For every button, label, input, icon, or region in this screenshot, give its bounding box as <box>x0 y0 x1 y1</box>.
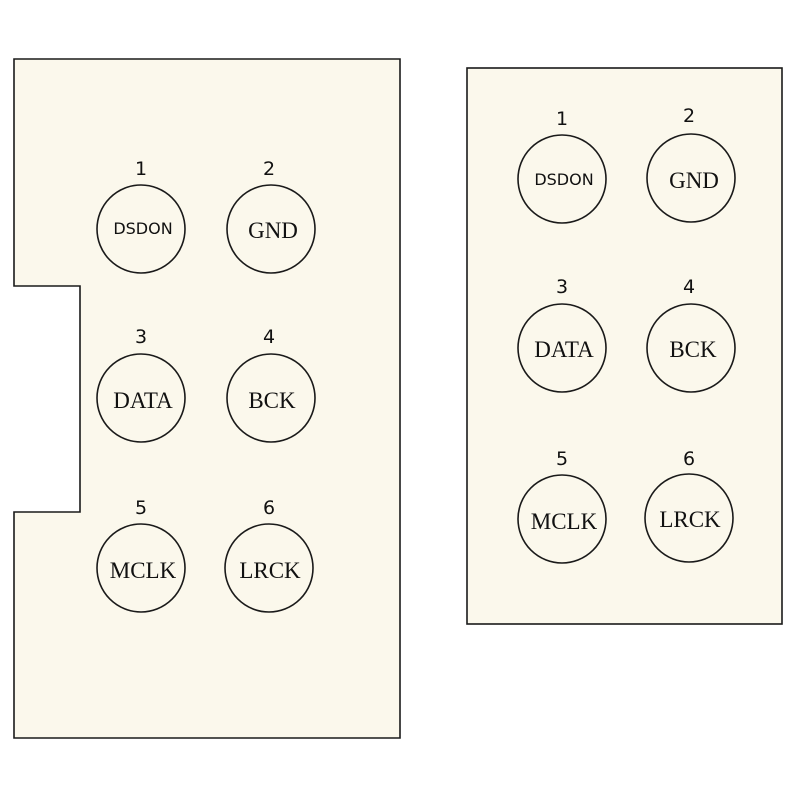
right-pin-6-circle <box>644 473 734 563</box>
left-pin-4-number: 4 <box>263 326 275 348</box>
right-pin-5-label: MCLK <box>531 509 598 534</box>
left-pin-5-label: MCLK <box>110 558 177 583</box>
left-connector-outline <box>13 58 401 739</box>
left-pin-5: 5 MCLK <box>96 497 186 613</box>
right-pin-3-label: DATA <box>534 337 594 362</box>
left-pin-1-label: DSDON <box>113 219 172 238</box>
right-connector: 1 DSDON 2 GND 3 DATA 4 BCK <box>466 67 783 625</box>
right-pin-1-label: DSDON <box>534 170 593 189</box>
right-pin-2-circle <box>646 133 736 223</box>
right-pin-2-number: 2 <box>683 105 695 127</box>
right-pin-6-number: 6 <box>683 448 695 470</box>
left-pin-2-label: GND <box>248 218 298 243</box>
left-pin-3-circle <box>96 353 186 443</box>
left-pin-2-number: 2 <box>263 158 275 180</box>
left-connector: 1 DSDON 2 GND 3 DATA 4 BCK <box>13 58 401 739</box>
right-pin-5-number: 5 <box>556 448 568 470</box>
right-pin-6-label: LRCK <box>659 507 721 532</box>
left-pin-1: 1 DSDON <box>96 158 186 274</box>
right-pin-4-circle <box>646 303 736 393</box>
left-pin-4-circle <box>226 353 316 443</box>
left-pin-1-number: 1 <box>135 158 147 180</box>
left-pin-6-circle <box>224 523 314 613</box>
left-pin-3-label: DATA <box>113 388 173 413</box>
right-pin-5: 5 MCLK <box>517 448 607 564</box>
right-pin-1: 1 DSDON <box>517 108 607 224</box>
right-pin-4: 4 BCK <box>646 276 736 393</box>
left-pin-4-label: BCK <box>248 388 296 413</box>
left-pin-2: 2 GND <box>226 158 316 274</box>
right-pin-6: 6 LRCK <box>644 448 734 563</box>
left-pin-6-label: LRCK <box>239 558 301 583</box>
left-pin-2-circle <box>226 184 316 274</box>
right-pin-4-number: 4 <box>683 276 695 298</box>
right-pin-2: 2 GND <box>646 105 736 223</box>
right-pin-2-label: GND <box>669 168 719 193</box>
right-pin-4-label: BCK <box>669 337 717 362</box>
left-pin-1-circle <box>96 184 186 274</box>
left-pin-5-number: 5 <box>135 497 147 519</box>
right-pin-3-number: 3 <box>556 276 568 298</box>
right-pin-1-circle <box>517 134 607 224</box>
right-pin-1-number: 1 <box>556 108 568 130</box>
left-pin-6: 6 LRCK <box>224 497 314 613</box>
left-pin-4: 4 BCK <box>226 326 316 443</box>
right-pin-3: 3 DATA <box>517 276 607 393</box>
left-pin-3: 3 DATA <box>96 326 186 443</box>
left-pin-3-number: 3 <box>135 326 147 348</box>
right-pin-3-circle <box>517 303 607 393</box>
right-pin-5-circle <box>517 474 607 564</box>
left-pin-6-number: 6 <box>263 497 275 519</box>
left-pin-5-circle <box>96 523 186 613</box>
